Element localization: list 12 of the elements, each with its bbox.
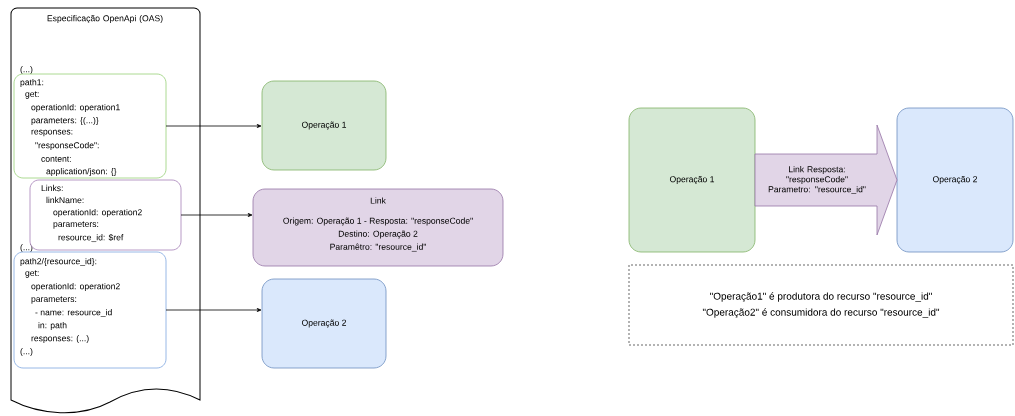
- arrow: [165, 124, 262, 128]
- arrow: [165, 308, 262, 312]
- arrow: [180, 213, 253, 217]
- operation-box: Operação 1: [261, 80, 387, 171]
- note-box: "Operação1" é produtora do recurso "resource_id" "Operação2" é consumidora do recurso "resource_id": [628, 264, 1014, 346]
- operation-box: Operação 2: [896, 107, 1014, 253]
- edge-label: Link Resposta: "responseCode" Parametro: "resource_id": [760, 165, 874, 195]
- code-box: path2/{resource_id}: get: operationId: operation2 parameters: - name: resource_id in: path responses: (...) (...): [13, 251, 167, 369]
- code-box: path1: get: operationId: operation1 parameters: {(...)} responses: "responseCode": content: application/json: {}: [13, 73, 167, 179]
- operation-box: Operação 1: [628, 107, 756, 253]
- operation-box: Operação 2: [261, 278, 387, 369]
- link-box: Link Origem: Operação 1 - Resposta: "responseCode" Destino: Operação 2 Paramêtro: "resource_id": [252, 188, 504, 267]
